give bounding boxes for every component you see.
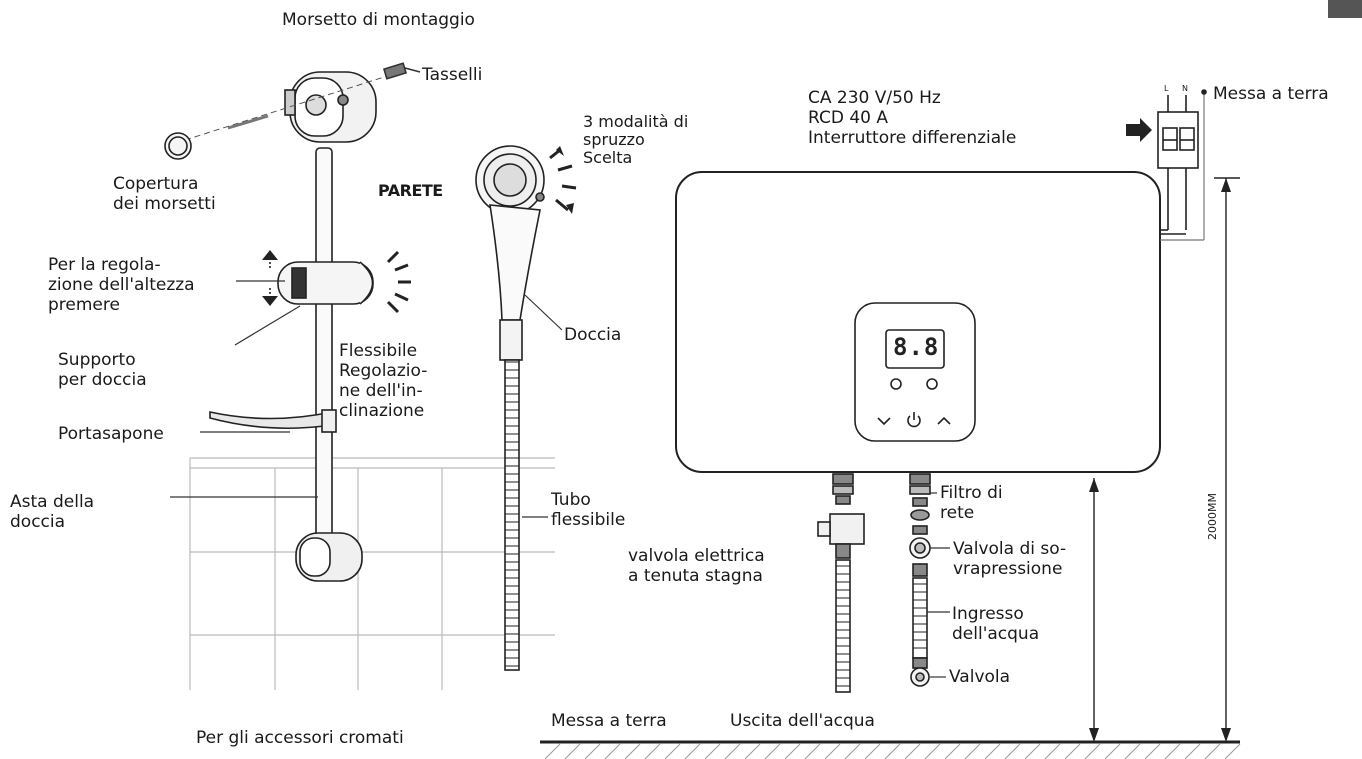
earth-wire [1160, 92, 1205, 241]
label-shower-rod: Asta della doccia [10, 492, 95, 532]
dowel [382, 62, 421, 80]
control-panel [854, 302, 976, 442]
mounting-clamp [284, 71, 377, 143]
label-breaker-n: N [1182, 84, 1188, 93]
water-outlet-fitting [817, 473, 865, 693]
label-valve: Valvola [949, 667, 1011, 687]
chevron-down-icon [877, 417, 891, 426]
label-wall: PARETE [378, 181, 443, 200]
shower-rod [315, 147, 333, 569]
power-icon [907, 412, 921, 428]
screw [227, 114, 269, 130]
label-mounting-clamp: Morsetto di montaggio [282, 10, 475, 30]
label-soap-dish: Portasapone [58, 424, 164, 444]
dowel-axis [184, 71, 401, 141]
hand-shower [475, 145, 545, 361]
label-spray-modes: 3 modalità di spruzzo Scelta [583, 112, 689, 167]
bottom-bracket [295, 532, 363, 582]
leader-lines [170, 280, 318, 498]
label-hose: Tubo flessibile [551, 490, 626, 530]
pipe-height-dimension [1089, 478, 1099, 742]
slider-holder [277, 261, 374, 305]
click-rays [386, 250, 411, 314]
indicator-right [926, 378, 938, 390]
label-solenoid-valve: valvola elettrica a tenuta stagna [628, 546, 765, 586]
label-power-spec: CA 230 V/50 Hz RCD 40 A Interruttore dif… [808, 88, 1017, 148]
indicator-left [890, 378, 902, 390]
circuit-breaker [1157, 95, 1199, 235]
display-frame [885, 329, 945, 369]
water-inlet-fitting [909, 473, 931, 687]
label-earth-bottom: Messa a terra [551, 711, 667, 731]
chevron-up-icon [937, 416, 951, 425]
corner-mark [1328, 0, 1362, 18]
display-readout: 8.8 [893, 333, 940, 361]
wall-tiles [189, 457, 555, 690]
label-height-dim: 2000MM [1206, 493, 1219, 540]
label-water-inlet: Ingresso dell'acqua [952, 604, 1040, 644]
label-chrome-accessories: Per gli accessori cromati [196, 728, 404, 748]
height-dimension [1214, 177, 1240, 742]
shower-hose [504, 359, 520, 671]
spray-rays [549, 148, 577, 212]
label-dowels: Tasselli [422, 65, 483, 85]
label-water-outlet: Uscita dell'acqua [730, 711, 875, 731]
label-mesh-filter: Filtro di rete [940, 483, 1003, 523]
label-shower-holder: Supporto per doccia [58, 350, 147, 390]
label-earth-top: Messa a terra [1213, 84, 1329, 104]
label-shower: Doccia [564, 325, 622, 345]
label-clamp-cover: Copertura dei morsetti [113, 174, 216, 214]
height-arrows [262, 250, 278, 306]
label-height-adjust: Per la regola- zione dell'altezza premer… [48, 255, 195, 315]
label-flexible-tilt: Flessibile Regolazio- ne dell'in- clinaz… [339, 341, 428, 421]
soap-dish [209, 411, 333, 430]
floor-hatch [540, 740, 1241, 759]
label-breaker-l: L [1164, 84, 1169, 93]
arrow-right-icon [1126, 118, 1152, 142]
label-overpressure-valve: Valvola di so- vrapressione [953, 539, 1067, 579]
